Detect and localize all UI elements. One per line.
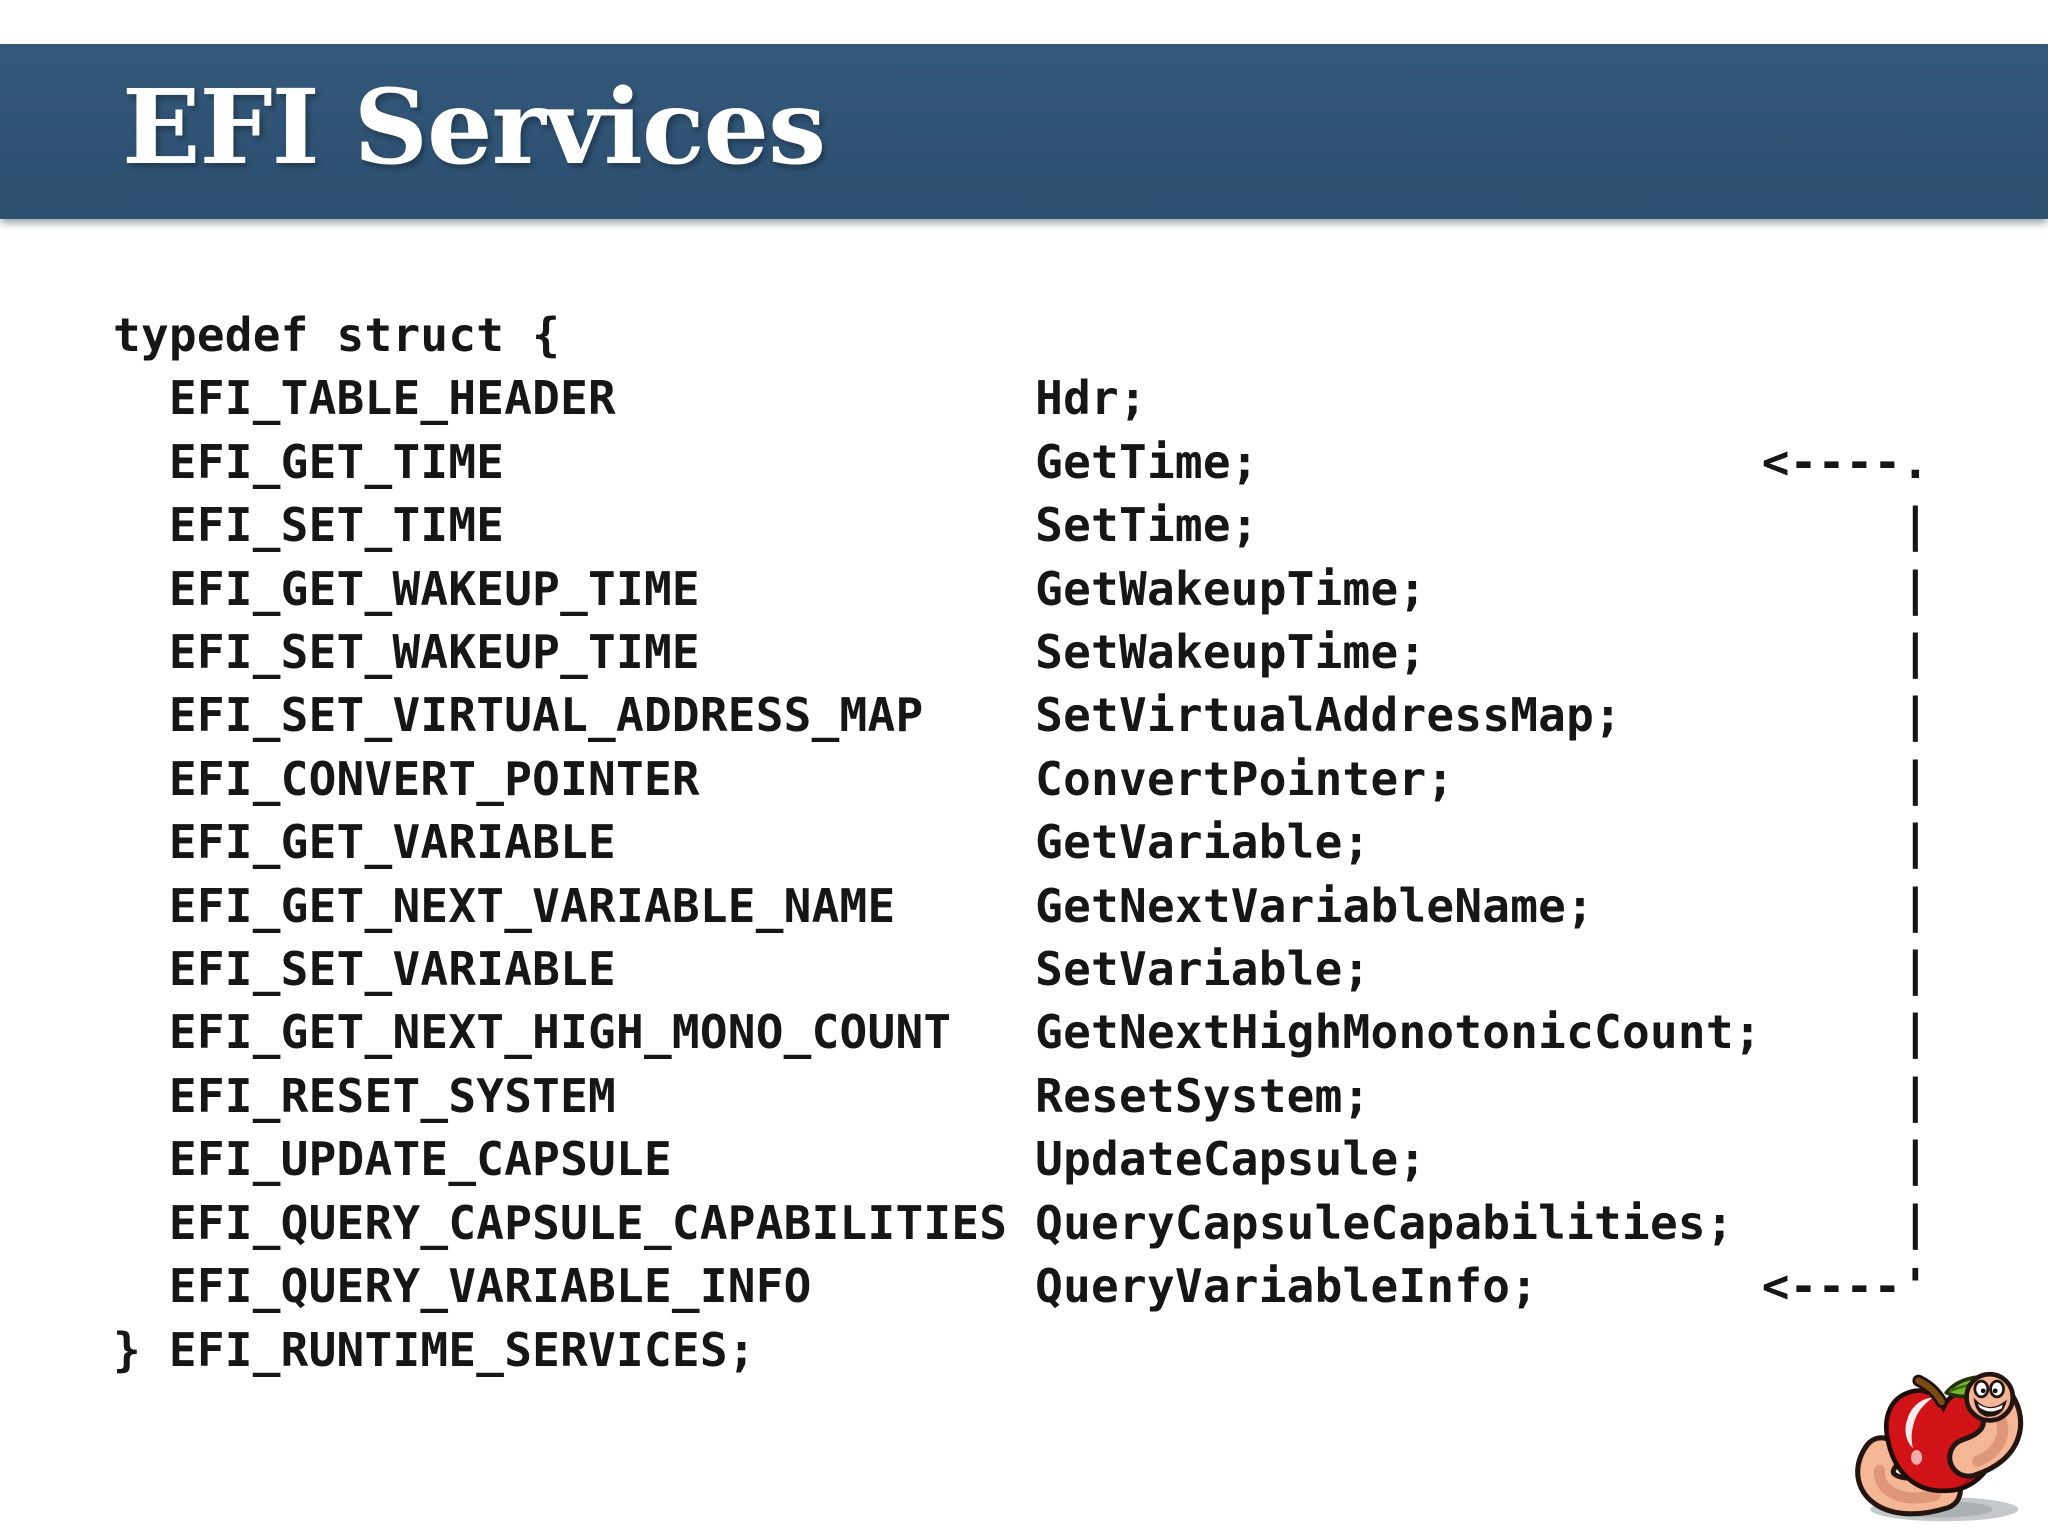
worm-eye-right <box>1989 1379 2005 1399</box>
worm-eye-left <box>1973 1379 1990 1399</box>
apple-worm-icon <box>1855 1371 2024 1522</box>
code-block: typedef struct { EFI_TABLE_HEADER Hdr; E… <box>113 308 1930 1377</box>
title-bar: EFI Services <box>0 44 2048 219</box>
slide-title: EFI Services <box>122 67 826 188</box>
worm-head <box>1964 1371 2016 1423</box>
worm-teeth <box>1977 1403 2003 1412</box>
worm-tail <box>1855 1435 1963 1517</box>
worm-mouth <box>1973 1397 2007 1417</box>
